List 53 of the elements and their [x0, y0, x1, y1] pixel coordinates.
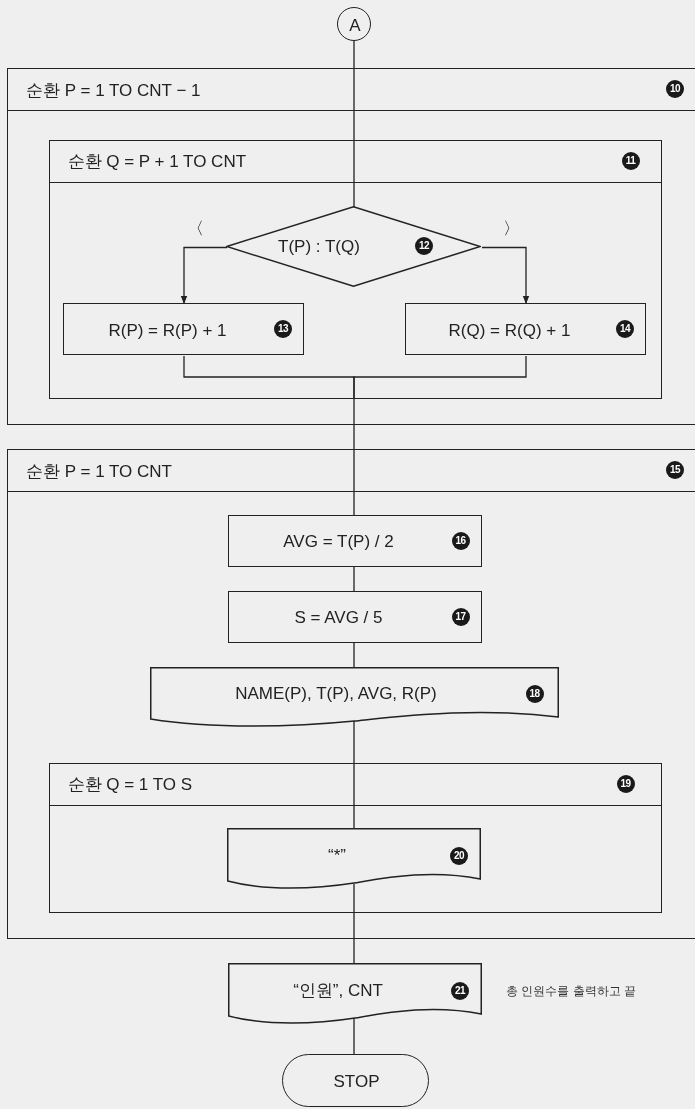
connector-line	[353, 720, 355, 764]
step-text: “*”	[328, 847, 346, 864]
connector-line	[353, 642, 355, 668]
process-box	[227, 590, 482, 643]
connector-line	[353, 67, 355, 141]
step-text: R(P) = R(P) + 1	[108, 321, 227, 339]
connector-line	[353, 139, 355, 208]
step-number: 10	[666, 80, 684, 98]
step-text: A	[349, 16, 361, 34]
loop-box	[48, 762, 662, 913]
step-number: 14	[616, 320, 634, 338]
loop-condition: 순환 Q = 1 TO S	[67, 776, 193, 793]
step-text: “인원”, CNT	[293, 982, 383, 999]
step-text: T(P) : T(Q)	[278, 238, 360, 255]
step-number: 15	[666, 461, 684, 479]
connector-line	[353, 1017, 355, 1055]
connector-line	[353, 566, 355, 592]
loop-condition: 순환 Q = P + 1 TO CNT	[67, 153, 247, 170]
process-box	[63, 303, 304, 355]
step-text: S = AVG / 5	[294, 609, 383, 626]
step-number: 17	[451, 607, 470, 626]
connector-line	[353, 938, 355, 964]
step-text: NAME(P), T(P), AVG, R(P)	[235, 685, 437, 702]
loop-condition: 순환 P = 1 TO CNT − 1	[26, 81, 201, 99]
step-text: STOP	[333, 1073, 380, 1090]
step-number: 11	[621, 151, 640, 170]
loop-box	[48, 139, 662, 399]
connector-line	[353, 448, 355, 516]
arrow	[481, 246, 530, 305]
step-number: 12	[415, 236, 433, 255]
process-box	[227, 514, 482, 567]
connector-line	[353, 762, 355, 830]
step-number: 16	[451, 531, 470, 550]
connector-line	[353, 883, 355, 914]
step-number: 13	[274, 320, 292, 338]
step-number: 19	[616, 774, 635, 793]
connector-line	[353, 40, 355, 69]
step-text: AVG = T(P) / 2	[283, 533, 394, 550]
connector-line	[353, 424, 355, 450]
step-number: 20	[450, 846, 468, 865]
connector-line	[353, 355, 527, 400]
step-number: 18	[525, 684, 544, 703]
loop-condition: 순환 P = 1 TO CNT	[26, 462, 172, 480]
side-note: 총 인원수를 출력하고 끝	[506, 984, 636, 997]
connector-line	[353, 398, 355, 426]
arrow	[180, 246, 228, 305]
step-number: 21	[451, 981, 469, 1000]
loop-box	[7, 68, 695, 425]
decision-diamond	[226, 206, 481, 287]
process-box	[405, 303, 646, 355]
connector-line	[353, 912, 355, 940]
step-text: R(Q) = R(Q) + 1	[448, 321, 571, 339]
loop-box	[7, 449, 695, 939]
